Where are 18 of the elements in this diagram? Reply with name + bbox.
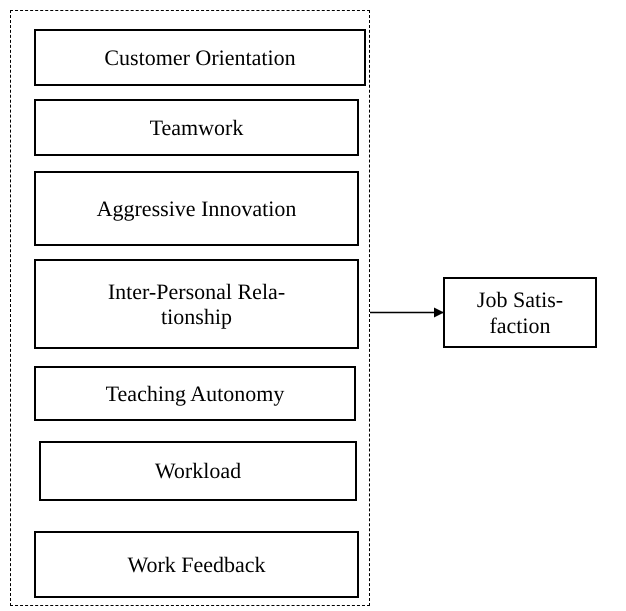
factor-box (39, 441, 357, 501)
arrow (370, 308, 444, 318)
box-label: Workload (154, 458, 242, 484)
group-frame (10, 10, 370, 606)
box-label: Inter-Personal Rela- tionship (106, 278, 286, 330)
box-label: Work Feedback (127, 552, 266, 578)
box-label: Aggressive Innovation (96, 196, 296, 222)
factor-box (34, 99, 359, 156)
factor-box (34, 29, 366, 86)
box-label: Teaching Autonomy (106, 380, 284, 406)
factor-box (34, 366, 356, 421)
box-label: Customer Orientation (104, 44, 296, 70)
box-label: Teamwork (150, 114, 244, 140)
factor-box (34, 531, 359, 598)
factor-box (34, 171, 359, 246)
factor-box (34, 259, 359, 349)
box-label: Job Satis- faction (476, 287, 564, 338)
outcome-box (443, 277, 597, 348)
